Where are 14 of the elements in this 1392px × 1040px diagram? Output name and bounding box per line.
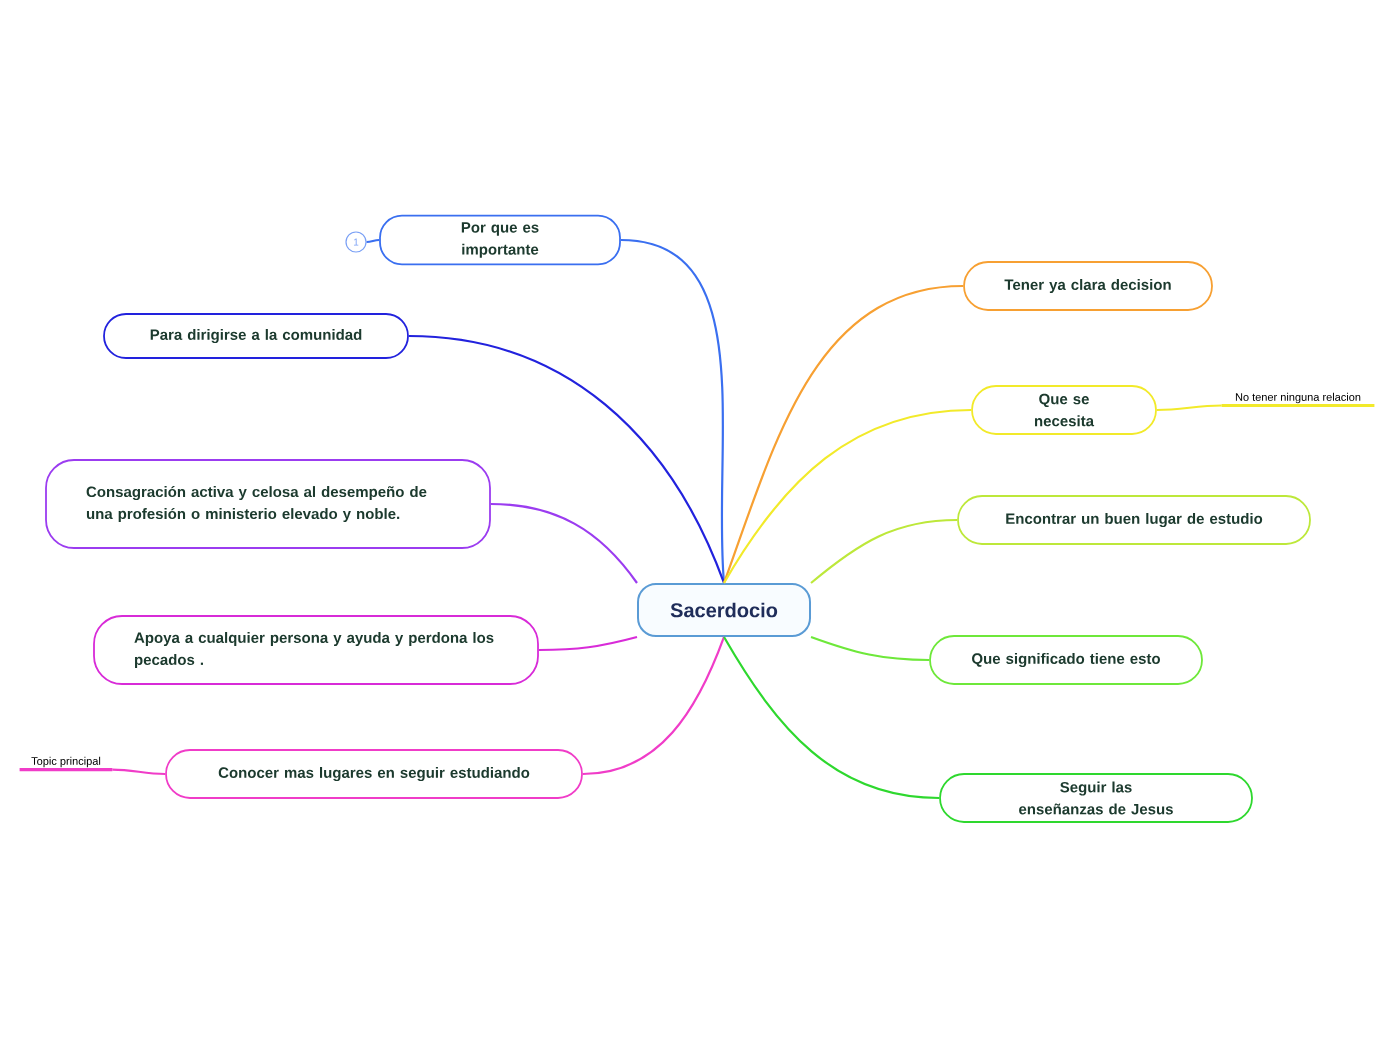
branch-line — [582, 636, 726, 776]
branch-line — [810, 635, 930, 662]
branch-line — [490, 502, 638, 584]
topic-box: Sacerdocio — [637, 583, 811, 637]
branch-line — [538, 635, 638, 652]
branch-line — [366, 238, 380, 244]
branch-line — [1156, 404, 1222, 412]
branch-line — [810, 518, 958, 584]
branch-line — [723, 408, 972, 584]
branch-line — [722, 284, 964, 584]
branch-line — [112, 768, 166, 776]
branch-line — [408, 334, 726, 584]
branch-line — [620, 238, 726, 584]
branch-line — [723, 636, 940, 800]
